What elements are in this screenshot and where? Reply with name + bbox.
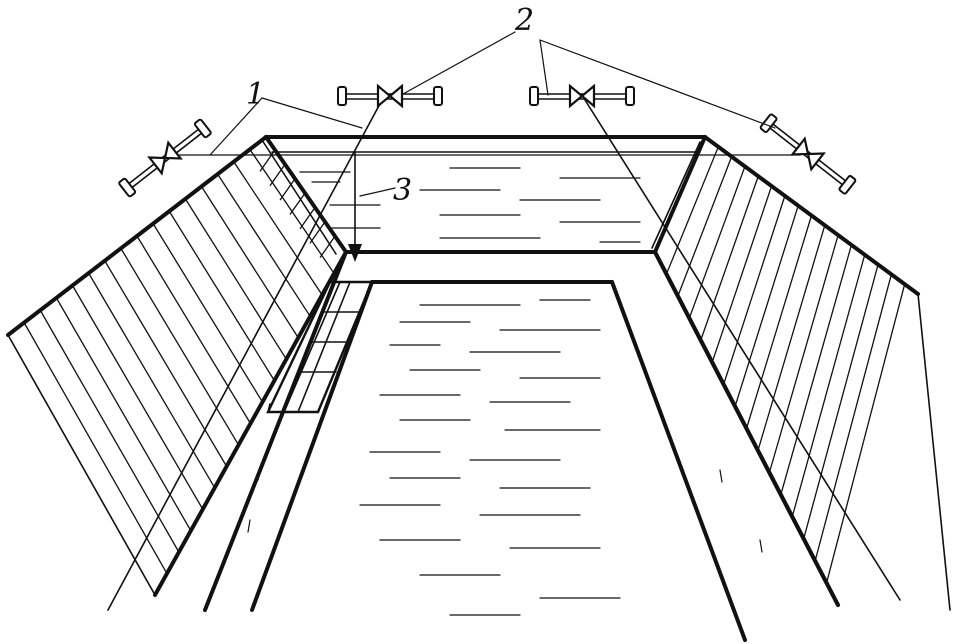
- left-slope-hatch-line: [200, 186, 299, 339]
- right-slope-hatch-line: [734, 205, 799, 407]
- left-slope-hatch-line: [120, 248, 240, 446]
- floor-side-stroke: [247, 519, 251, 533]
- instrument-rail: [125, 126, 203, 187]
- left-slope-hatch-line: [104, 260, 228, 467]
- left-berm-hatch-line: [279, 179, 295, 201]
- instrument-prism: [568, 83, 584, 109]
- slope-template-block: [266, 280, 374, 414]
- left-berm-hatch-line: [269, 165, 285, 187]
- instrument-end-post: [337, 86, 347, 106]
- left-slope-hatch-line: [233, 161, 323, 296]
- left-slope-hatch-line: [39, 309, 180, 553]
- left-slope-hatch-line: [71, 285, 204, 510]
- left-slope-hatch-line: [168, 210, 275, 381]
- left-berm-hatch-line: [299, 208, 315, 230]
- instrument-rail: [128, 130, 206, 191]
- instrument-end-post: [759, 113, 778, 133]
- callout-label-2: 2: [514, 3, 534, 38]
- floor-side-stroke: [719, 469, 723, 483]
- right-slope-hatch-line: [757, 225, 826, 451]
- floor-texture: [247, 299, 763, 616]
- instrument-end-post: [625, 86, 635, 106]
- left-berm-hatch-line: [259, 151, 275, 172]
- instrument-prism: [580, 83, 596, 109]
- instrument-prism: [376, 83, 392, 109]
- leveling-instrument-icon: [759, 113, 857, 195]
- instrument-prism: [163, 140, 183, 160]
- right-slope-hatch-line: [803, 264, 879, 539]
- right-slope: [651, 135, 951, 611]
- left-slope-hatch-line: [217, 173, 311, 317]
- right-slope-hatch-line: [677, 156, 733, 297]
- floor-side-stroke: [759, 539, 763, 553]
- right-slope-hatch-line: [825, 284, 906, 584]
- leveling-instrument-icon: [529, 83, 635, 109]
- instrument-rail: [765, 124, 847, 188]
- pit-floor: [203, 250, 840, 642]
- left-slope: [6, 135, 348, 597]
- callout-labels: 1 2 3: [246, 3, 534, 208]
- right-slope-hatch-line: [711, 185, 773, 363]
- leveling-instrument-icon: [118, 118, 212, 198]
- right-slope-hatch-line: [780, 244, 853, 495]
- callout-label-3: 3: [393, 173, 412, 208]
- callout-label-1: 1: [246, 77, 265, 112]
- left-slope-hatch-line: [55, 297, 192, 532]
- instrument-end-post: [193, 118, 212, 139]
- left-slope-hatch-line: [136, 235, 252, 424]
- right-slope-hatch-line: [791, 254, 866, 517]
- right-slope-hatch-line: [814, 274, 893, 562]
- right-slope-hatch-line: [688, 166, 746, 319]
- instrument-prism: [388, 83, 404, 109]
- left-berm-hatch-line: [289, 194, 305, 215]
- instrument-prism: [790, 136, 810, 156]
- instrument-end-post: [838, 175, 857, 195]
- right-slope-hatch-line: [665, 146, 719, 275]
- instrument-end-post: [118, 177, 137, 198]
- instrument-end-post: [529, 86, 539, 106]
- left-slope-hatch-line: [184, 198, 287, 360]
- right-slope-hatch-line: [700, 176, 759, 341]
- plumb-arrow-icon: [348, 151, 362, 262]
- pit-rim: [264, 135, 707, 254]
- left-berm-hatch-line: [319, 237, 335, 258]
- right-slope-hatch-line: [745, 215, 813, 429]
- left-berm-hatch-line: [309, 222, 325, 244]
- floor-side-stroke: [257, 469, 261, 481]
- left-slope-hatch-line: [88, 272, 216, 489]
- far-wall-texture: [299, 167, 641, 243]
- instrument-prism: [806, 152, 826, 172]
- right-slope-hatch-line: [768, 234, 839, 473]
- leveling-instrument-icon: [337, 83, 443, 109]
- instrument-rail: [769, 120, 850, 185]
- left-slope-hatch-line: [152, 223, 263, 403]
- left-slope-hatch-line: [23, 322, 168, 574]
- right-slope-hatch-line: [723, 195, 786, 385]
- instrument-prism: [147, 156, 167, 176]
- instrument-end-post: [433, 86, 443, 106]
- sight-lines: [107, 99, 901, 611]
- callout-leaders: [209, 31, 776, 197]
